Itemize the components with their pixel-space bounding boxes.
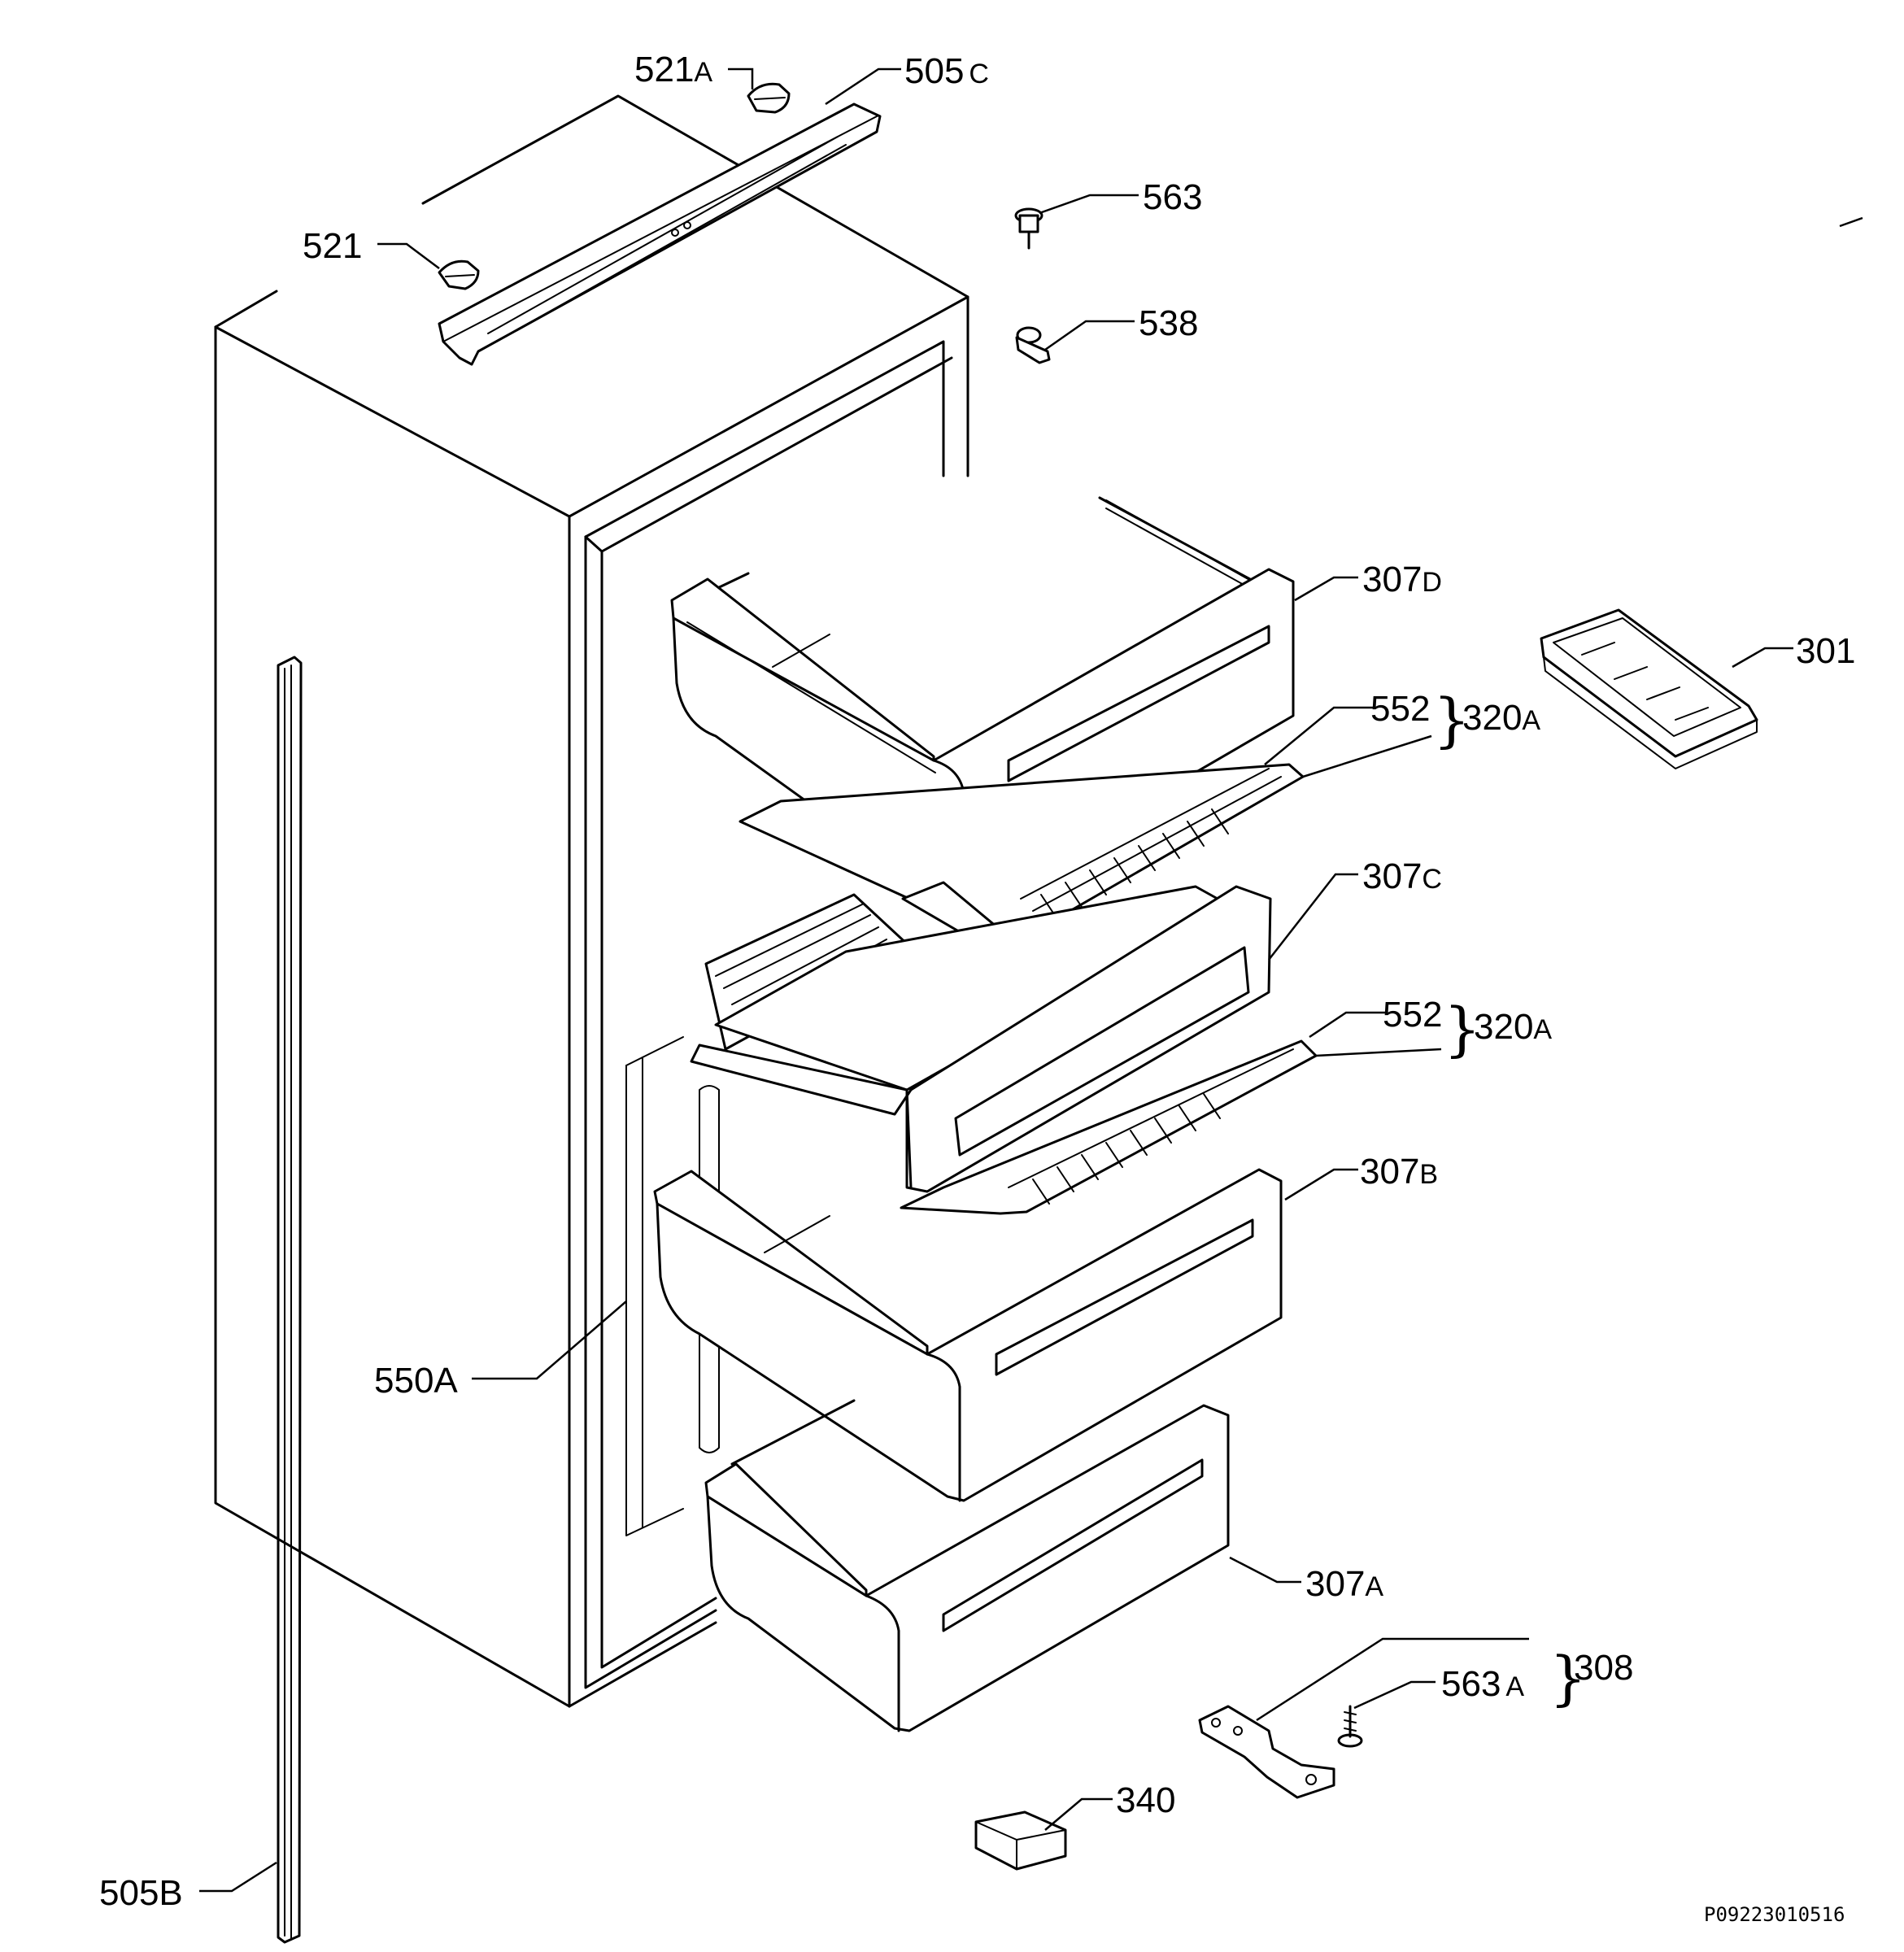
screw-563 xyxy=(1014,207,1043,250)
label-307c: 307C xyxy=(1362,856,1442,896)
label-521: 521 xyxy=(303,226,362,266)
label-563: 563 xyxy=(1143,177,1202,217)
label-505b: 505B xyxy=(99,1873,183,1913)
label-340: 340 xyxy=(1116,1780,1175,1820)
brace-lower: } xyxy=(1444,995,1481,1063)
label-301: 301 xyxy=(1796,631,1855,671)
top-hinge-rail xyxy=(438,102,882,366)
label-550a: 550A xyxy=(374,1361,458,1401)
hinge-308 xyxy=(1198,1705,1335,1799)
label-307b: 307B xyxy=(1360,1152,1438,1192)
label-521a: 521A xyxy=(634,50,712,89)
label-307a: 307A xyxy=(1305,1564,1383,1604)
hinge-cover-521a xyxy=(747,82,791,114)
screw-563a xyxy=(1337,1705,1363,1748)
drawer-307c xyxy=(690,885,1272,1193)
drawer-307b xyxy=(653,1168,1283,1502)
label-552-lower: 552 xyxy=(1383,995,1442,1035)
label-320a-lower: 320A xyxy=(1474,1007,1552,1047)
brace-upper: } xyxy=(1433,686,1470,754)
label-307d: 307D xyxy=(1362,560,1442,599)
leader-lines xyxy=(199,68,1863,1893)
brace-308: } xyxy=(1549,1644,1587,1712)
drawer-307d xyxy=(670,496,1295,908)
label-538: 538 xyxy=(1139,303,1198,343)
drawer-307a xyxy=(704,1399,1230,1732)
cabinet-body xyxy=(214,94,1253,1708)
door-seal-strip xyxy=(277,656,303,1944)
bracket-538 xyxy=(1015,326,1051,364)
block-340 xyxy=(974,1810,1067,1871)
ice-tray-301 xyxy=(1540,608,1758,769)
label-308: 308 xyxy=(1574,1648,1633,1688)
hinge-cover-521 xyxy=(438,259,480,290)
label-320a-upper: 320A xyxy=(1462,698,1540,738)
drawing-code: P09223010516 xyxy=(1704,1903,1845,1926)
label-552-upper: 552 xyxy=(1370,689,1430,729)
